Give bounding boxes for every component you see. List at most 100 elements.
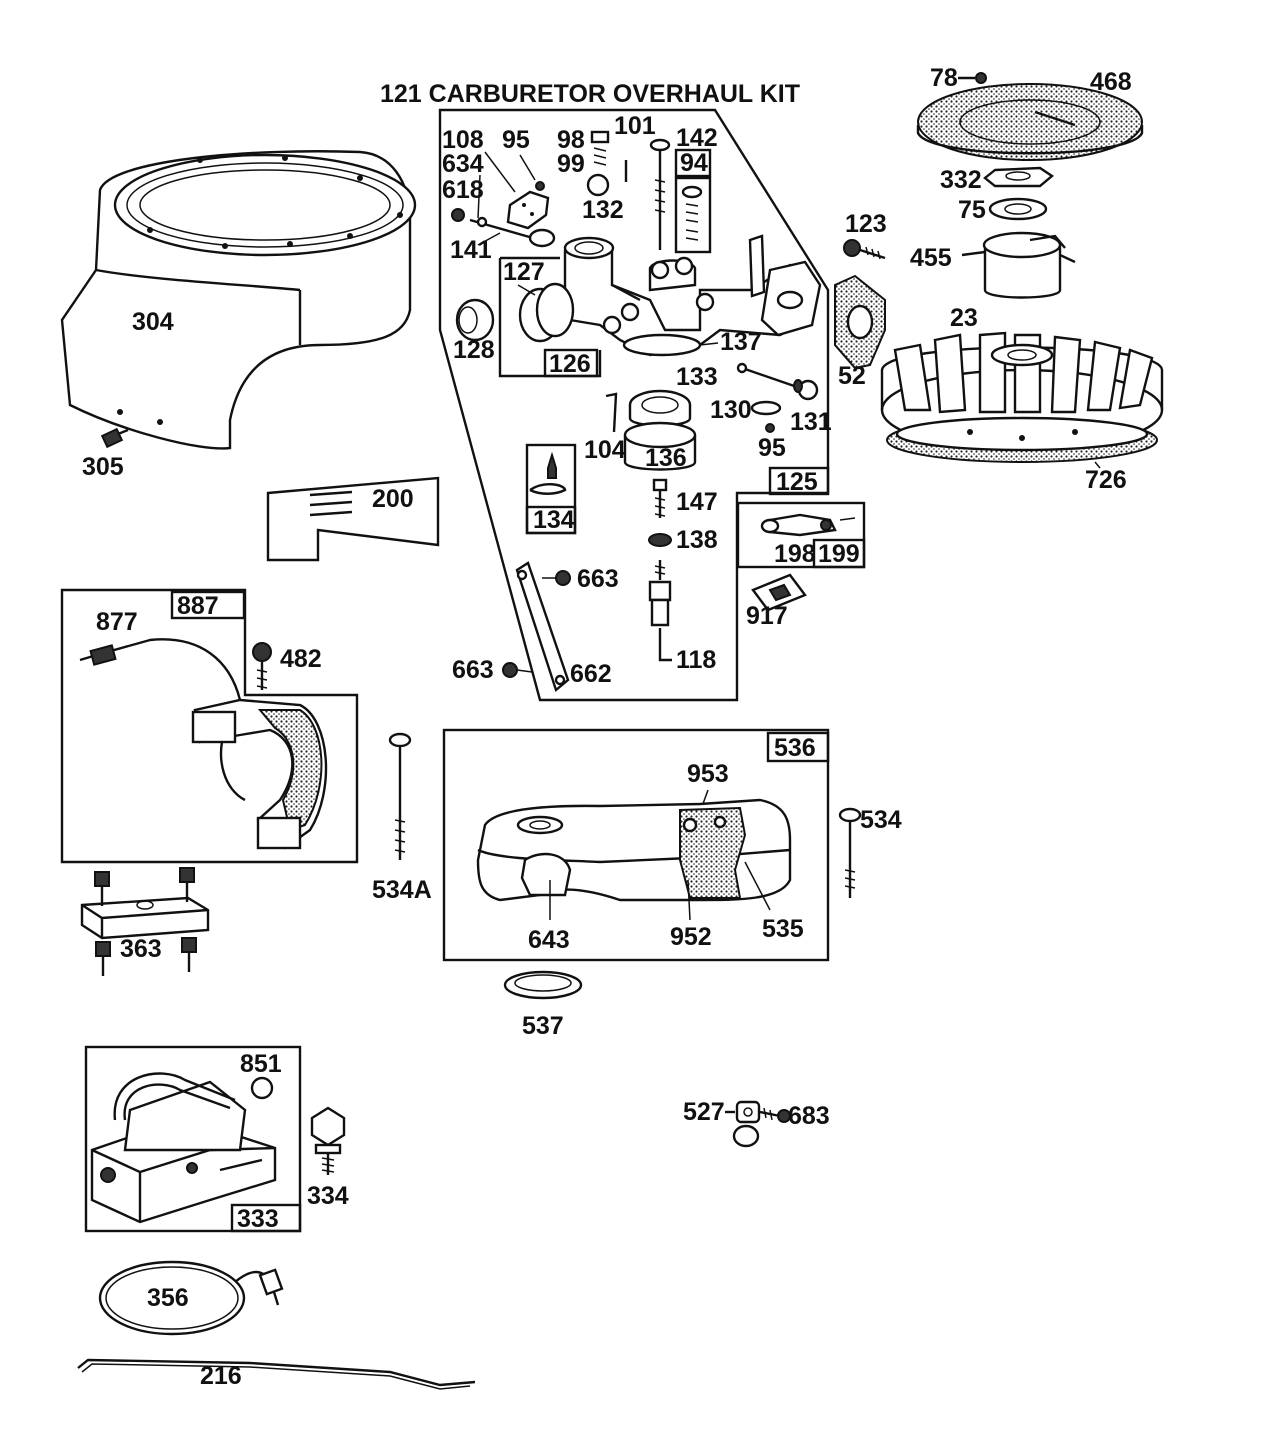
- label-877: 877: [96, 608, 138, 636]
- label-95a: 95: [502, 126, 530, 154]
- label-128: 128: [453, 336, 495, 364]
- clip-917: [751, 573, 807, 612]
- gasket-537: [503, 970, 583, 1000]
- armature-box-887: [60, 588, 359, 864]
- choke-shaft-131: [736, 362, 819, 401]
- throttle-valve-634: [506, 190, 550, 230]
- box-125: [768, 466, 830, 496]
- label-200: 200: [372, 485, 414, 513]
- jet-147: [652, 478, 668, 518]
- label-334: 334: [307, 1182, 349, 1210]
- label-123: 123: [845, 210, 887, 238]
- label-953: 953: [687, 760, 729, 788]
- ground-wire-356: [98, 1260, 284, 1336]
- label-131: 131: [790, 408, 832, 436]
- label-663a: 663: [577, 565, 619, 593]
- label-952: 952: [670, 923, 712, 951]
- label-78: 78: [930, 64, 958, 92]
- label-95b: 95: [758, 434, 786, 462]
- box-94: [674, 148, 712, 178]
- label-147: 147: [676, 488, 718, 516]
- idle-screw-98: [586, 130, 610, 197]
- label-52: 52: [838, 362, 866, 390]
- label-142: 142: [676, 124, 718, 152]
- kit-title: 121 CARBURETOR OVERHAUL KIT: [380, 80, 800, 108]
- label-683: 683: [788, 1102, 830, 1130]
- label-534a: 534A: [372, 876, 432, 904]
- label-333: 333: [237, 1205, 279, 1233]
- screw-663-bottom: [502, 662, 518, 678]
- blower-housing-304: [60, 150, 417, 450]
- float-bowl-136: [623, 389, 697, 471]
- label-101: 101: [614, 112, 656, 140]
- bushing-128: [455, 298, 495, 342]
- carburetor-kit-outline: [438, 108, 830, 702]
- label-126: 126: [549, 350, 591, 378]
- label-132: 132: [582, 196, 624, 224]
- clamp-527: [725, 1100, 791, 1148]
- flywheel-23: [880, 331, 1164, 463]
- label-643: 643: [528, 926, 570, 954]
- carburetor-body: [563, 234, 822, 357]
- label-304: 304: [132, 308, 174, 336]
- label-75: 75: [958, 196, 986, 224]
- label-134: 134: [533, 506, 575, 534]
- label-305: 305: [82, 453, 124, 481]
- label-138: 138: [676, 526, 718, 554]
- needle-118: [648, 560, 672, 662]
- label-137: 137: [720, 328, 762, 356]
- fuel-tank-box-536: [442, 728, 830, 962]
- armature-877-wire: [79, 638, 328, 850]
- label-917: 917: [746, 602, 788, 630]
- label-108: 108: [442, 126, 484, 154]
- label-199: 199: [818, 540, 860, 568]
- label-536: 536: [774, 734, 816, 762]
- label-537: 537: [522, 1012, 564, 1040]
- box-198-199: [736, 501, 866, 569]
- screw-123: [843, 239, 886, 260]
- label-527: 527: [683, 1098, 725, 1126]
- label-125: 125: [776, 468, 818, 496]
- nut-332: [983, 166, 1055, 188]
- gasket-52: [834, 274, 886, 370]
- label-482: 482: [280, 645, 322, 673]
- label-130: 130: [710, 396, 752, 424]
- bolt-534: [838, 807, 862, 898]
- label-618: 618: [442, 176, 484, 204]
- label-332: 332: [940, 166, 982, 194]
- screen-468: [916, 83, 1144, 161]
- label-198: 198: [774, 540, 816, 568]
- label-99: 99: [557, 150, 585, 178]
- bolt-305: [100, 427, 129, 449]
- label-634: 634: [442, 150, 484, 178]
- label-118: 118: [676, 646, 716, 674]
- label-94: 94: [680, 149, 708, 177]
- decal-200: [266, 476, 440, 562]
- module-box-333: [84, 1045, 302, 1233]
- label-23: 23: [950, 304, 978, 332]
- needle-valve-142: [649, 138, 671, 250]
- label-136: 136: [645, 444, 687, 472]
- label-127: 127: [503, 258, 545, 286]
- screw-334: [310, 1106, 346, 1175]
- label-98: 98: [557, 126, 585, 154]
- screw-663-top: [555, 570, 571, 586]
- washer-75: [988, 197, 1048, 221]
- ignition-module-851: [90, 1072, 277, 1224]
- label-663b: 663: [452, 656, 494, 684]
- bolt-534a: [388, 732, 412, 860]
- screw-482: [252, 642, 272, 690]
- label-363: 363: [120, 935, 162, 963]
- label-534: 534: [860, 806, 902, 834]
- starter-cup-455: [961, 231, 1076, 299]
- label-851: 851: [240, 1050, 282, 1078]
- governor-link-216: [77, 1358, 476, 1390]
- lever-662: [515, 561, 570, 693]
- label-455: 455: [910, 244, 952, 272]
- label-535: 535: [762, 915, 804, 943]
- bracket-363: [80, 867, 210, 976]
- label-104: 104: [584, 436, 626, 464]
- label-662: 662: [570, 660, 612, 688]
- choke-valve-127: [517, 282, 575, 343]
